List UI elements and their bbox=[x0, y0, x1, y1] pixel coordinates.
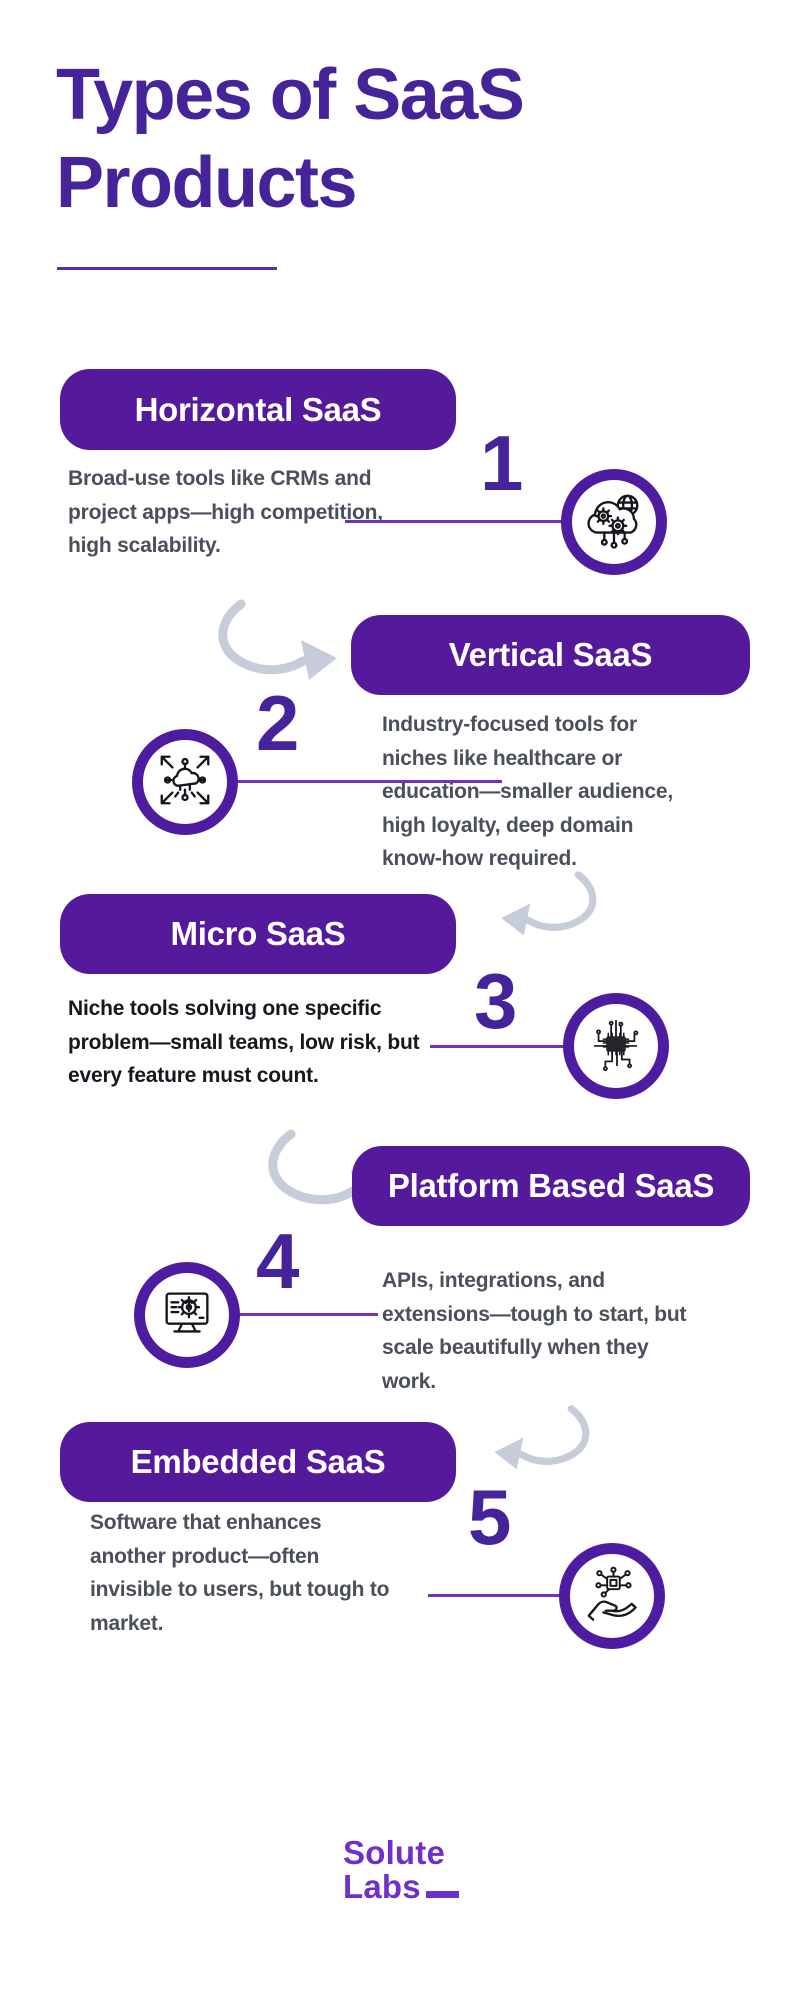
logo-line2: Labs bbox=[343, 1867, 421, 1905]
logo-underscore bbox=[425, 1890, 459, 1898]
connector-line bbox=[430, 1045, 575, 1048]
section-3-number: 3 bbox=[474, 957, 517, 1045]
monitor-gear-icon bbox=[156, 1282, 218, 1349]
section-3-icon-ring bbox=[563, 993, 669, 1099]
section-1-description: Broad-use tools like CRMs and project ap… bbox=[68, 467, 383, 558]
connector-line bbox=[225, 780, 502, 783]
logo-line2-row: Labs bbox=[343, 1867, 459, 1905]
section-4-description: APIs, integrations, and extensions—tough… bbox=[382, 1269, 687, 1393]
microchip-icon bbox=[585, 1013, 647, 1080]
section-1-title-pill: Horizontal SaaS bbox=[60, 369, 456, 450]
logo-line1: Solute bbox=[343, 1834, 446, 1871]
page-title: Types of SaaS Products bbox=[56, 52, 676, 228]
section-2-description: Industry-focused tools for niches like h… bbox=[382, 713, 674, 871]
section-3-title-pill: Micro SaaS bbox=[60, 894, 456, 974]
section-2-icon-ring bbox=[132, 729, 238, 835]
section-2-title-pill: Vertical SaaS bbox=[351, 615, 750, 695]
section-1-number: 1 bbox=[480, 419, 523, 507]
section-1-icon-ring bbox=[561, 469, 667, 575]
section-5-description: Software that enhances another product—o… bbox=[90, 1511, 390, 1635]
section-2-title: Vertical SaaS bbox=[448, 636, 653, 673]
section-5-icon-ring bbox=[559, 1543, 665, 1649]
section-3-title: Micro SaaS bbox=[170, 915, 346, 952]
network-expand-icon bbox=[154, 749, 216, 816]
section-4-number: 4 bbox=[256, 1217, 299, 1305]
connector-line bbox=[428, 1594, 573, 1597]
page-title-line1: Types of SaaS bbox=[56, 55, 525, 135]
curved-arrow-left-icon bbox=[495, 862, 607, 962]
section-4-icon-ring bbox=[134, 1262, 240, 1368]
hand-chip-icon bbox=[581, 1563, 643, 1630]
section-4-title-pill: Platform Based SaaS bbox=[352, 1146, 750, 1226]
solutelabs-logo: Solute Labs bbox=[343, 1836, 459, 1904]
connector-line bbox=[345, 520, 575, 523]
page-title-line2: Products bbox=[56, 142, 358, 223]
cloud-gears-icon bbox=[583, 489, 645, 556]
section-2-number: 2 bbox=[256, 679, 299, 767]
section-5-number: 5 bbox=[468, 1473, 511, 1561]
section-1-title: Horizontal SaaS bbox=[134, 390, 382, 428]
curved-arrow-right-icon bbox=[205, 598, 345, 703]
section-4-title: Platform Based SaaS bbox=[387, 1167, 715, 1204]
connector-line bbox=[228, 1313, 378, 1316]
curved-arrow-left-icon bbox=[488, 1396, 600, 1496]
section-5-title-pill: Embedded SaaS bbox=[60, 1422, 456, 1502]
title-underline bbox=[57, 267, 277, 270]
section-3-description: Niche tools solving one specific problem… bbox=[68, 997, 420, 1088]
section-5-title: Embedded SaaS bbox=[130, 1443, 386, 1480]
